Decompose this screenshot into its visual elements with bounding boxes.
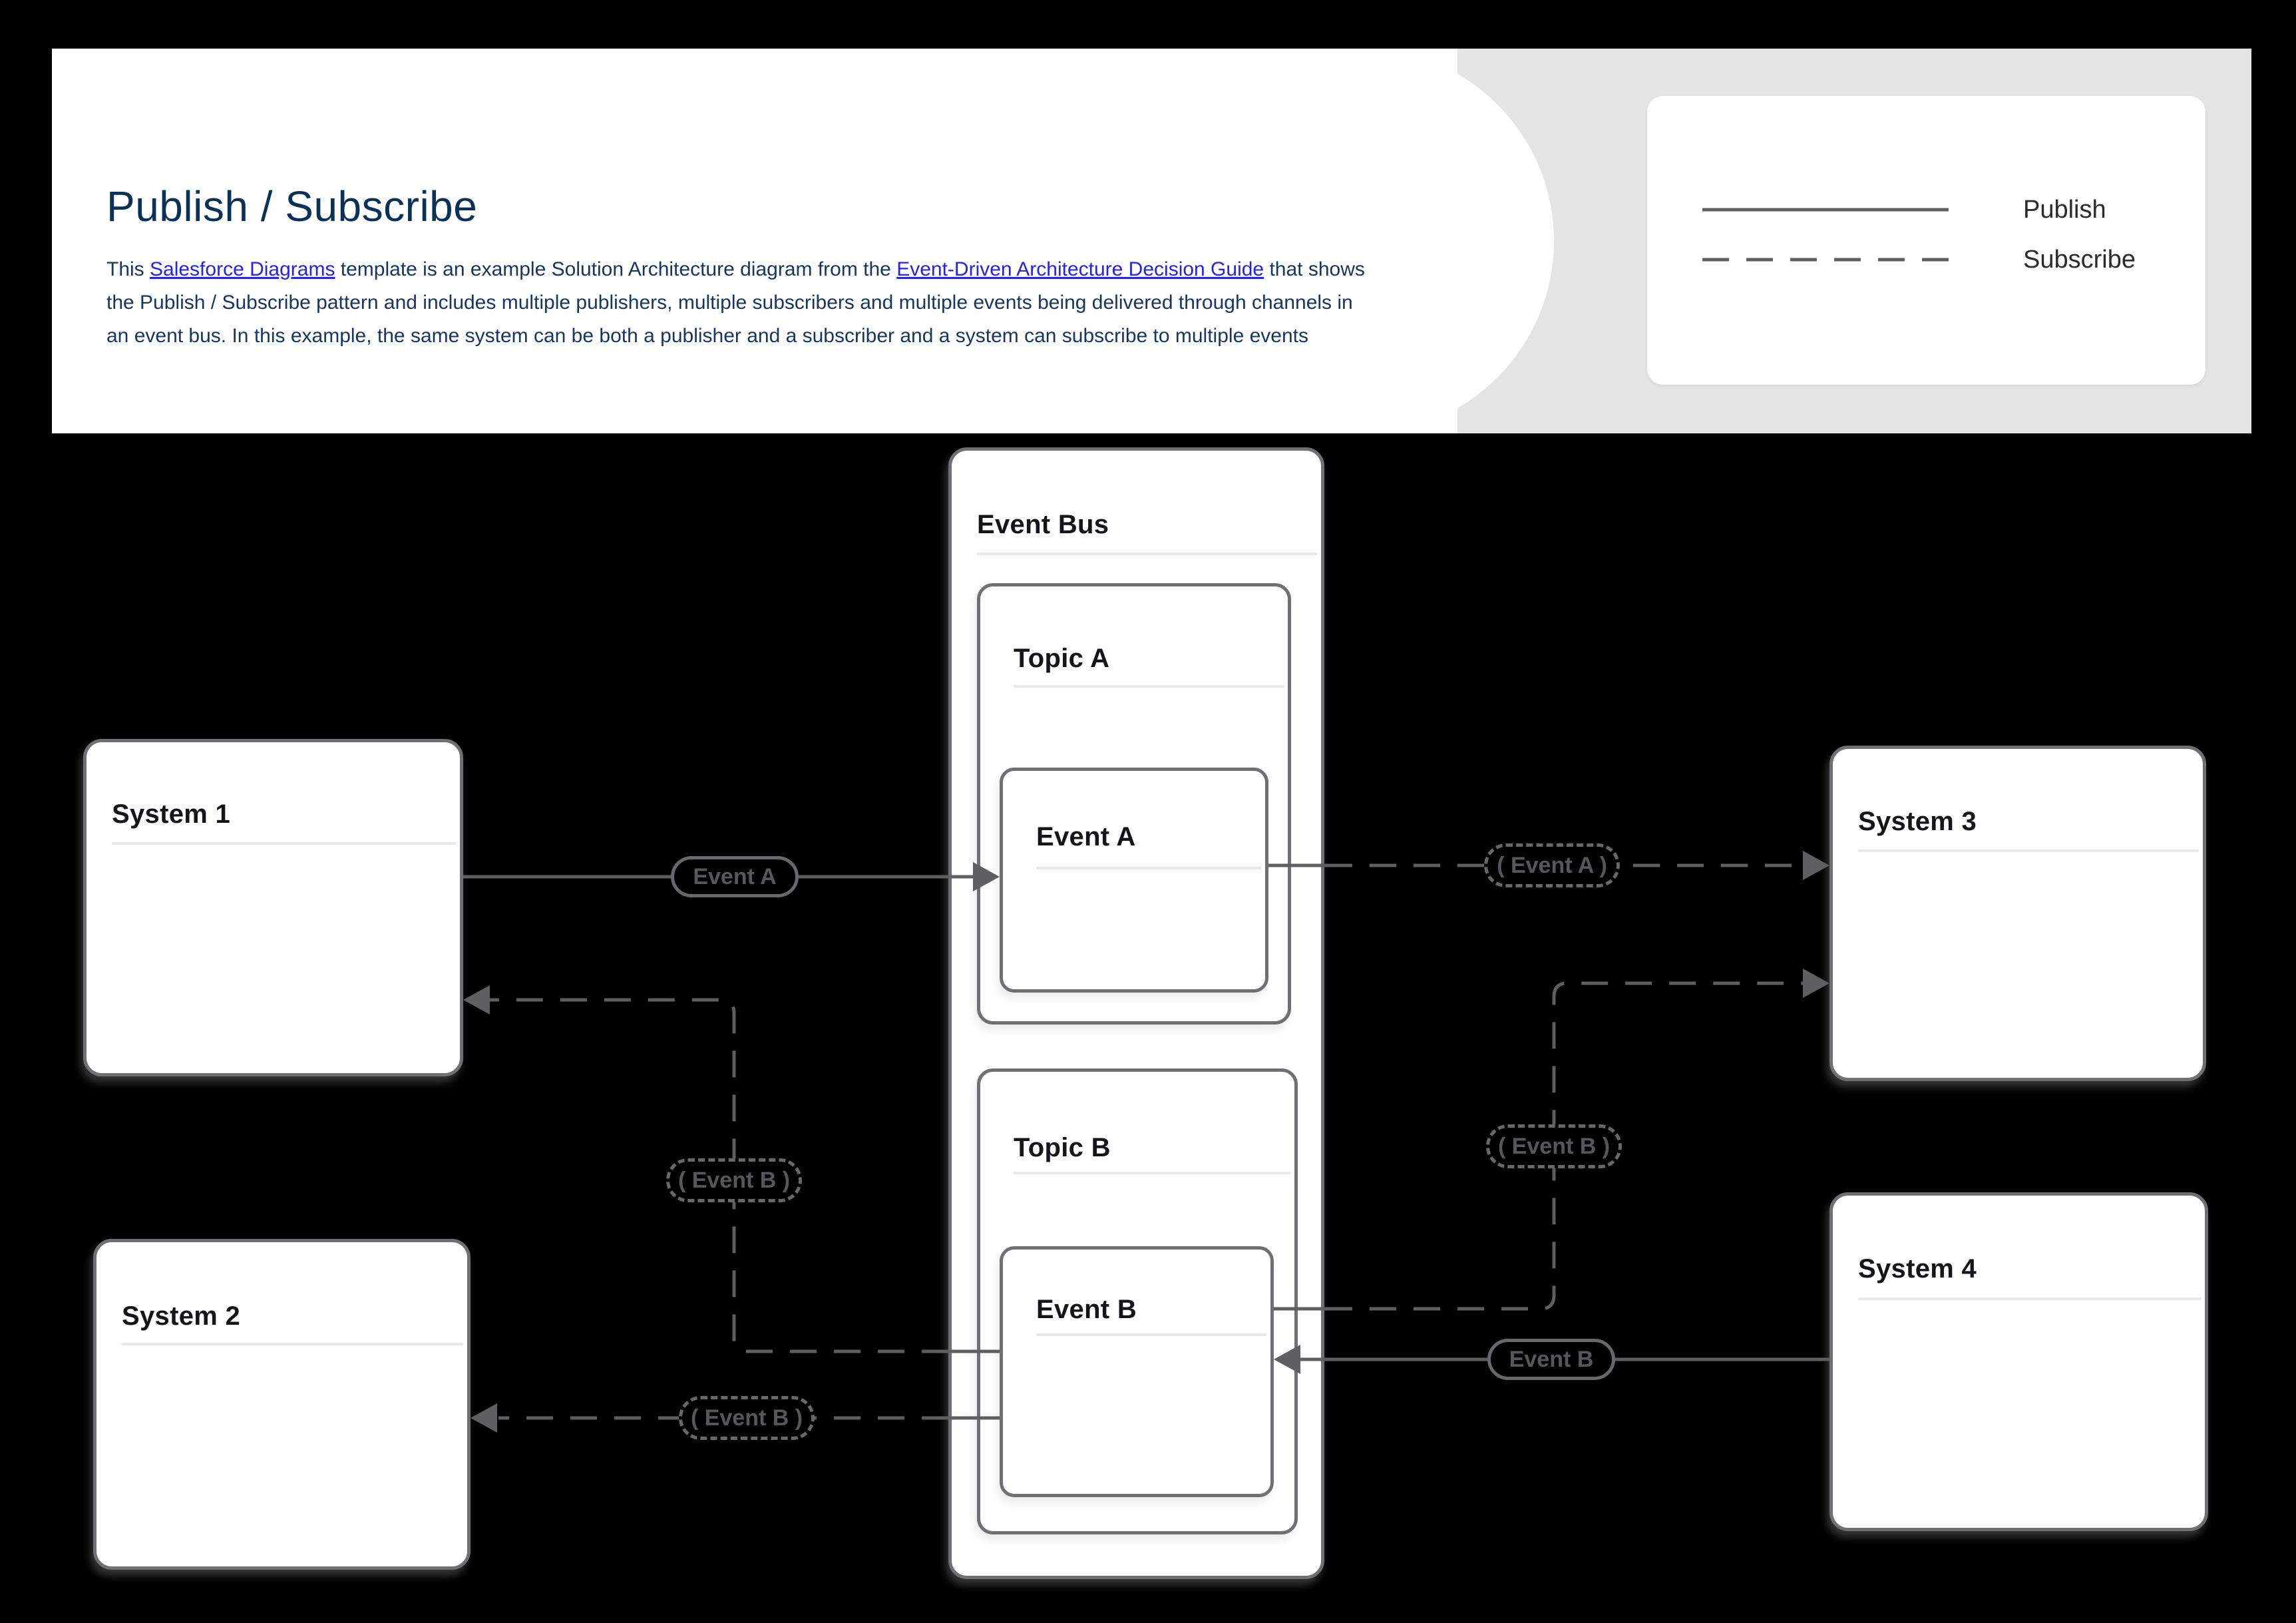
topic-a-divider	[1014, 685, 1284, 688]
system-4-title: System 4	[1858, 1254, 1977, 1283]
event-bus-divider	[977, 553, 1317, 555]
header-band: Publish / Subscribe This Salesforce Diag…	[52, 49, 2251, 433]
system-3-divider	[1858, 849, 2199, 852]
subscribe-line-sample	[1702, 258, 1949, 262]
event-b-subscribe-pill-left: ( Event B )	[666, 1158, 802, 1202]
salesforce-diagrams-link[interactable]: Salesforce Diagrams	[150, 258, 335, 280]
description-text: that shows the Publish / Subscribe patte…	[106, 258, 1365, 347]
event-b-publish-pill: Event B	[1487, 1339, 1615, 1380]
description-text: template is an example Solution Architec…	[335, 258, 897, 280]
system-2-box: System 2	[93, 1239, 471, 1570]
event-b-subscribe-pill-right: ( Event B )	[1486, 1124, 1622, 1168]
system-1-box: System 1	[83, 739, 463, 1076]
eda-decision-guide-link[interactable]: Event-Driven Architecture Decision Guide	[896, 258, 1264, 280]
legend-publish-label: Publish	[2023, 196, 2106, 224]
event-bus-title: Event Bus	[977, 510, 1109, 539]
header-description: This Salesforce Diagrams template is an …	[106, 253, 1371, 353]
system-3-title: System 3	[1858, 807, 1977, 836]
event-a-box: Event A	[1000, 768, 1268, 993]
event-b-subscribe-pill-left2: ( Event B )	[679, 1396, 815, 1440]
system-3-box: System 3	[1829, 746, 2206, 1081]
event-a-publish-pill: Event A	[671, 856, 799, 897]
event-a-divider	[1036, 867, 1261, 869]
system-1-divider	[112, 842, 456, 845]
system-2-title: System 2	[122, 1301, 241, 1331]
event-b-title: Event B	[1036, 1295, 1137, 1324]
event-b-divider	[1036, 1333, 1266, 1336]
event-b-box: Event B	[1000, 1246, 1274, 1497]
legend-card: Publish Subscribe	[1647, 96, 2205, 385]
publish-line-sample	[1702, 208, 1949, 212]
event-a-title: Event A	[1036, 822, 1136, 851]
decorative-circle-notch	[1168, 49, 1554, 433]
system-4-box: System 4	[1829, 1192, 2208, 1531]
event-a-subscribe-pill: ( Event A )	[1484, 843, 1620, 887]
legend-subscribe-label: Subscribe	[2023, 246, 2136, 274]
description-text: This	[106, 258, 150, 280]
topic-a-title: Topic A	[1014, 644, 1110, 673]
system-1-title: System 1	[112, 800, 231, 829]
system-4-divider	[1858, 1297, 2201, 1300]
topic-b-title: Topic B	[1014, 1133, 1111, 1162]
topic-b-divider	[1014, 1172, 1290, 1174]
system-2-divider	[122, 1343, 463, 1345]
page-title: Publish / Subscribe	[106, 182, 478, 230]
